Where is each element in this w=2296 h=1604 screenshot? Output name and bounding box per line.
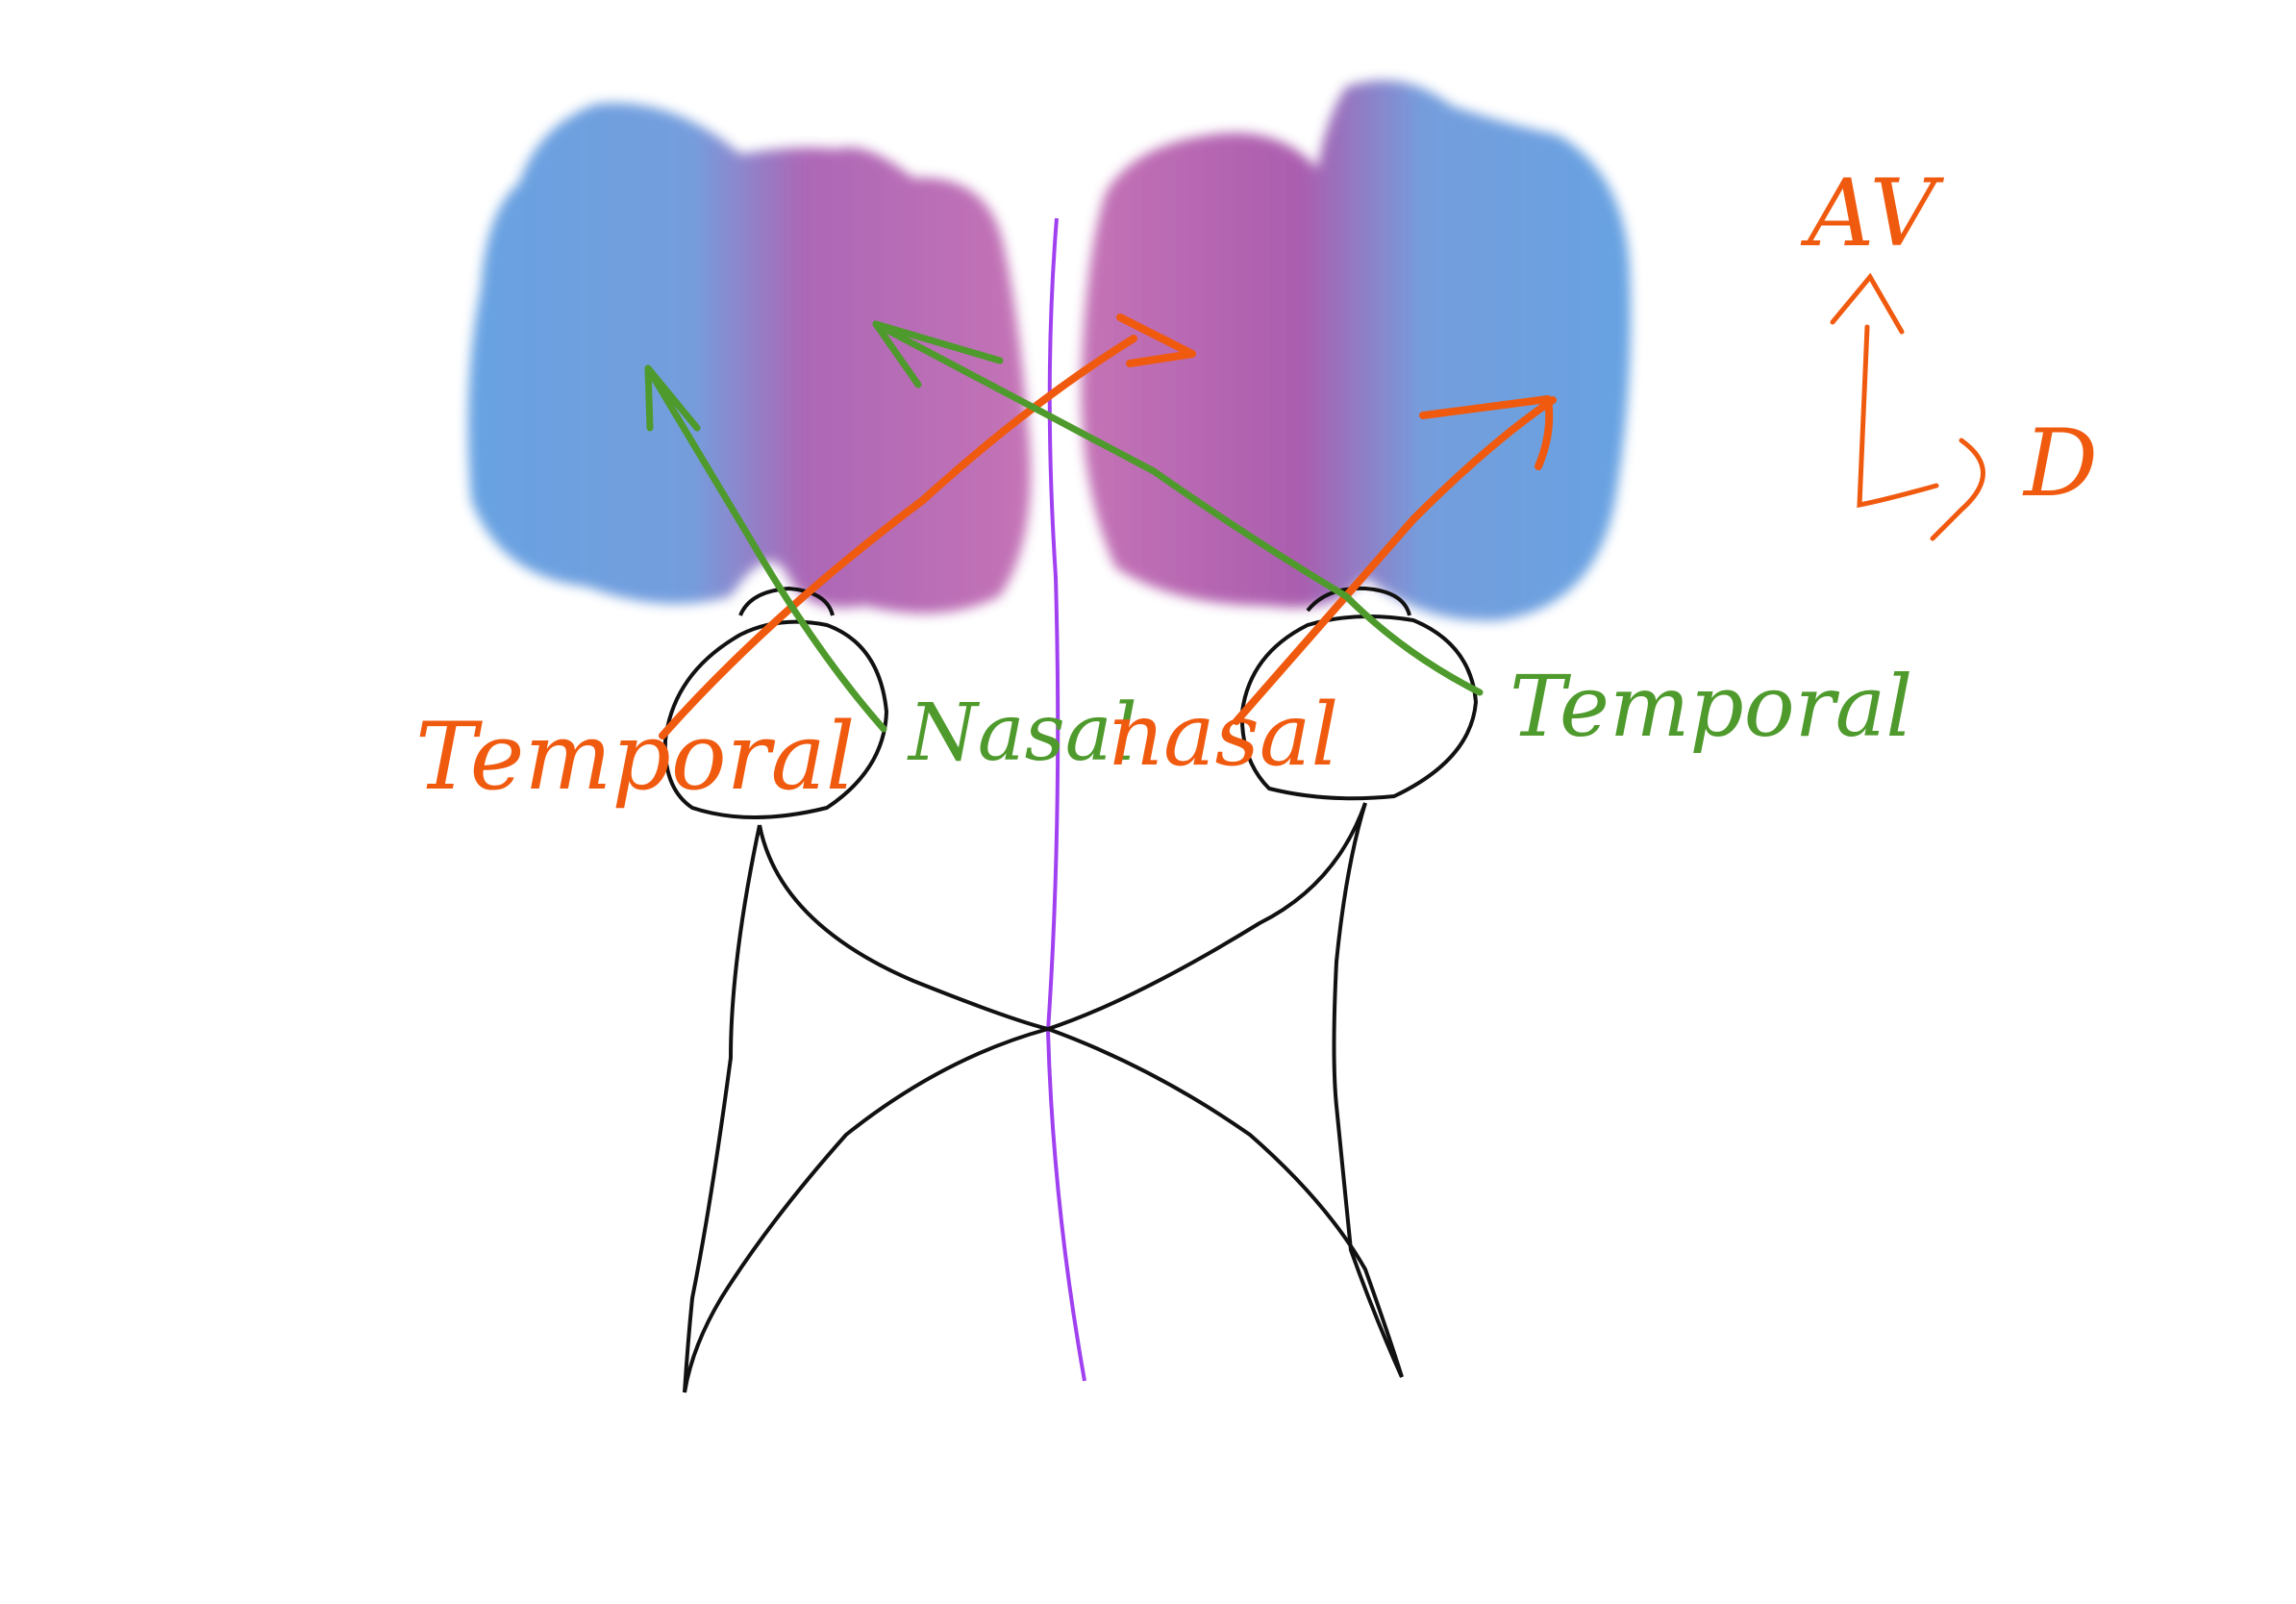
left-temporal-arrowhead-icon [1116,313,1196,367]
right-temporal-arrowhead-icon [872,320,1004,388]
green-projection-arrows [644,320,1484,733]
label-axis-av: AV [1800,160,1945,267]
label-right-temporal: Temporal [1510,657,1912,756]
label-axis-d: D [2022,410,2098,517]
orange-projection-arrows [659,313,1557,739]
right-tectum [1081,80,1631,621]
left-temporal-arrow [659,335,1137,739]
right-nasal-arrow [1233,396,1557,725]
right-temporal-arrow [872,320,1484,696]
left-nasal-arrowhead-icon [644,364,701,432]
label-left-nasal: Nasal [907,688,1137,779]
av-arrowhead-icon [1830,272,1905,335]
av-arrow [1857,324,1939,509]
d-arrowhead-icon [1930,438,1985,541]
left-tectum [467,103,1032,614]
left-nasal-arrow [644,364,887,733]
axis-indicator [1830,272,1985,541]
label-left-temporal: Temporal [415,703,856,811]
label-right-nasal: nasal [1108,685,1338,786]
right-nasal-arrowhead-icon [1419,395,1554,470]
optic-nerves [683,802,1404,1393]
